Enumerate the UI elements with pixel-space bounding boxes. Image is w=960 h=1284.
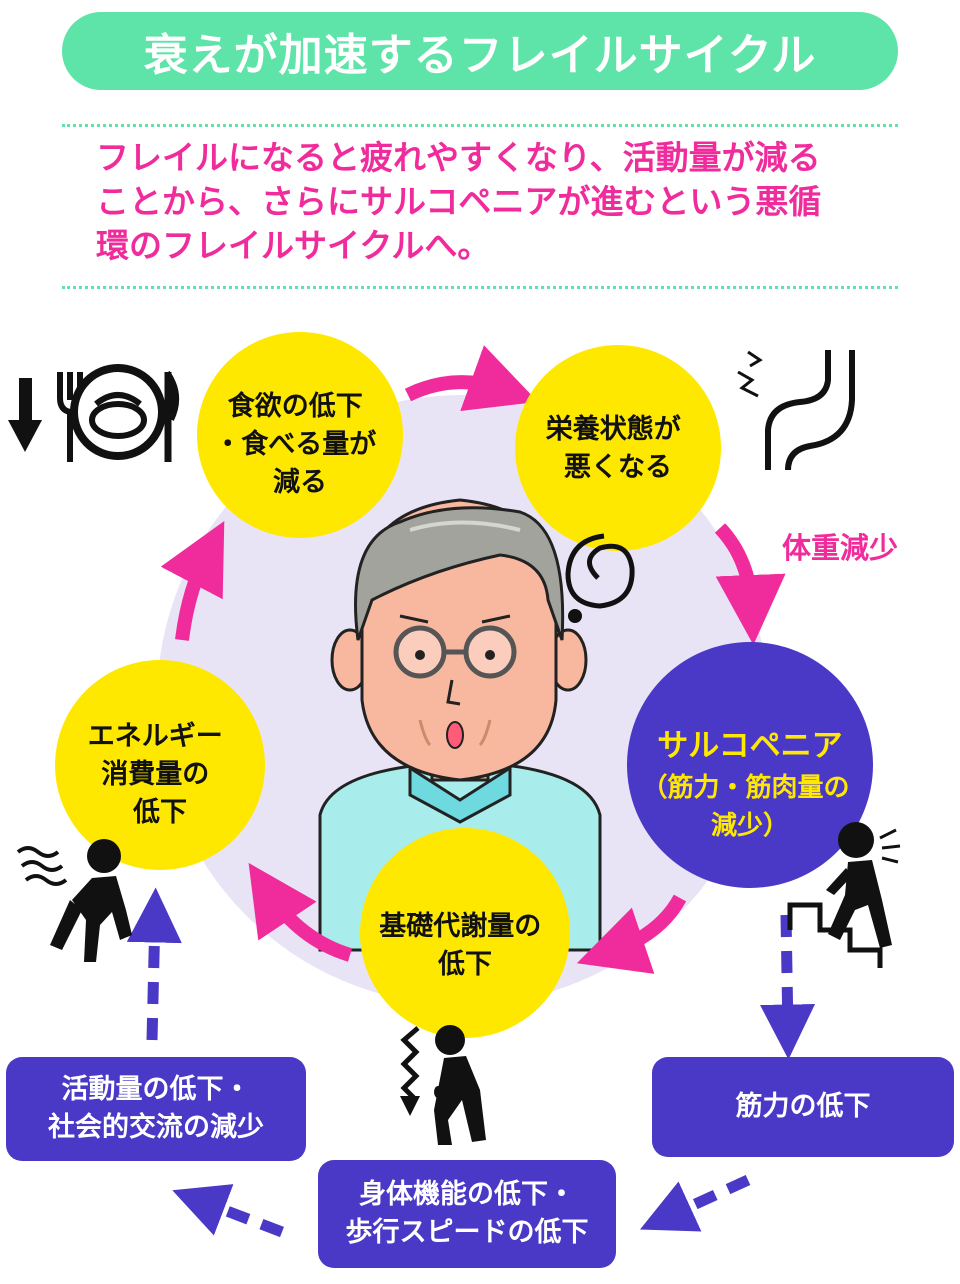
box-physical-line-2: 歩行スピードの低下 (345, 1217, 589, 1248)
node-nutrition: 栄養状態が 悪くなる (515, 345, 721, 551)
tired-walker-icon (16, 839, 132, 962)
node-energy: エネルギー 消費量の 低下 (55, 660, 265, 870)
arrow-sarcopenia-to-muscle (760, 914, 816, 1060)
node-energy-line-1: エネルギー (88, 721, 223, 752)
node-nutrition-line-1: 栄養状態が (545, 413, 681, 445)
stomach-icon (737, 350, 855, 471)
box-muscle-decline: 筋力の低下 (652, 1057, 954, 1157)
svg-text:（筋力・筋肉量の 減少）: （筋力・筋肉量の 減少） (641, 772, 858, 841)
collapsing-person-icon (400, 1025, 486, 1145)
intro-line-2: ことから、さらにサルコペニアが進むという悪循 (96, 182, 822, 221)
node-appetite-line-1: 食欲の低下 (228, 390, 363, 422)
box-activity-line-1: 活動量の低下・ (61, 1074, 251, 1105)
node-sarcopenia-sub-2: 減少） (711, 811, 789, 841)
node-nutrition-line-2: 悪くなる (564, 452, 672, 483)
divider-bottom (62, 286, 898, 289)
title-banner: 衰えが加速するフレイルサイクル (62, 12, 898, 90)
box-physical-decline: 身体機能の低下・ 歩行スピードの低下 (318, 1160, 616, 1268)
box-muscle-line-1: 筋力の低下 (735, 1091, 871, 1122)
weight-loss-label: 体重減少 (782, 531, 898, 565)
intro-line-1: フレイルになると疲れやすくなり、活動量が減る (96, 138, 821, 177)
svg-text:食欲の低下 ・食べる量が 減る: 食欲の低下 ・食べる量が 減る (214, 390, 385, 498)
dizzy-swirl-icon (565, 533, 635, 623)
arrow-muscle-to-physical (639, 1174, 751, 1232)
arrow-activity-to-energy (126, 887, 182, 1041)
node-sarcopenia: サルコペニア （筋力・筋肉量の 減少） (627, 642, 873, 888)
intro-line-3: 環のフレイルサイクルへ。 (96, 226, 491, 265)
divider-top (62, 124, 898, 127)
node-basal: 基礎代謝量の 低下 (360, 828, 570, 1038)
arrow-appetite-to-nutrition (404, 345, 538, 412)
svg-text:基礎代謝量の 低下: 基礎代謝量の 低下 (379, 911, 550, 980)
svg-text:サルコペニア: サルコペニア (657, 728, 842, 764)
arrow-basal-to-energy (248, 862, 353, 962)
node-basal-line-1: 基礎代謝量の (379, 911, 541, 942)
svg-text:エネルギー 消費量の 低下: エネルギー 消費量の 低下 (88, 721, 232, 828)
box-activity-line-2: 社会的交流の減少 (48, 1112, 264, 1143)
node-basal-line-2: 低下 (437, 949, 492, 980)
svg-text:栄養状態が 悪くなる: 栄養状態が 悪くなる (545, 413, 690, 483)
arrow-physical-to-activity (172, 1184, 284, 1238)
node-sarcopenia-sub-1: （筋力・筋肉量の (641, 772, 849, 803)
node-sarcopenia-title: サルコペニア (657, 728, 842, 764)
plate-fork-knife-icon (57, 364, 180, 462)
arrow-energy-to-appetite (160, 521, 225, 641)
stairs-climber-icon (787, 822, 901, 968)
arrow-nutrition-to-sarcopenia (714, 523, 786, 645)
intro-text: フレイルになると疲れやすくなり、活動量が減る ことから、さらにサルコペニアが進む… (96, 136, 886, 268)
node-appetite-line-2: ・食べる量が (214, 428, 376, 460)
box-activity-decline: 活動量の低下・ 社会的交流の減少 (6, 1057, 306, 1161)
box-physical-line-1: 身体機能の低下・ (359, 1179, 575, 1210)
node-appetite-line-3: 減る (273, 467, 327, 498)
arrow-sarcopenia-to-basal (576, 894, 687, 974)
node-appetite: 食欲の低下 ・食べる量が 減る (197, 332, 403, 538)
page-title: 衰えが加速するフレイルサイクル (143, 30, 817, 81)
node-energy-line-3: 低下 (132, 797, 187, 828)
down-arrow-icon (8, 378, 42, 452)
node-energy-line-2: 消費量の (101, 759, 209, 790)
